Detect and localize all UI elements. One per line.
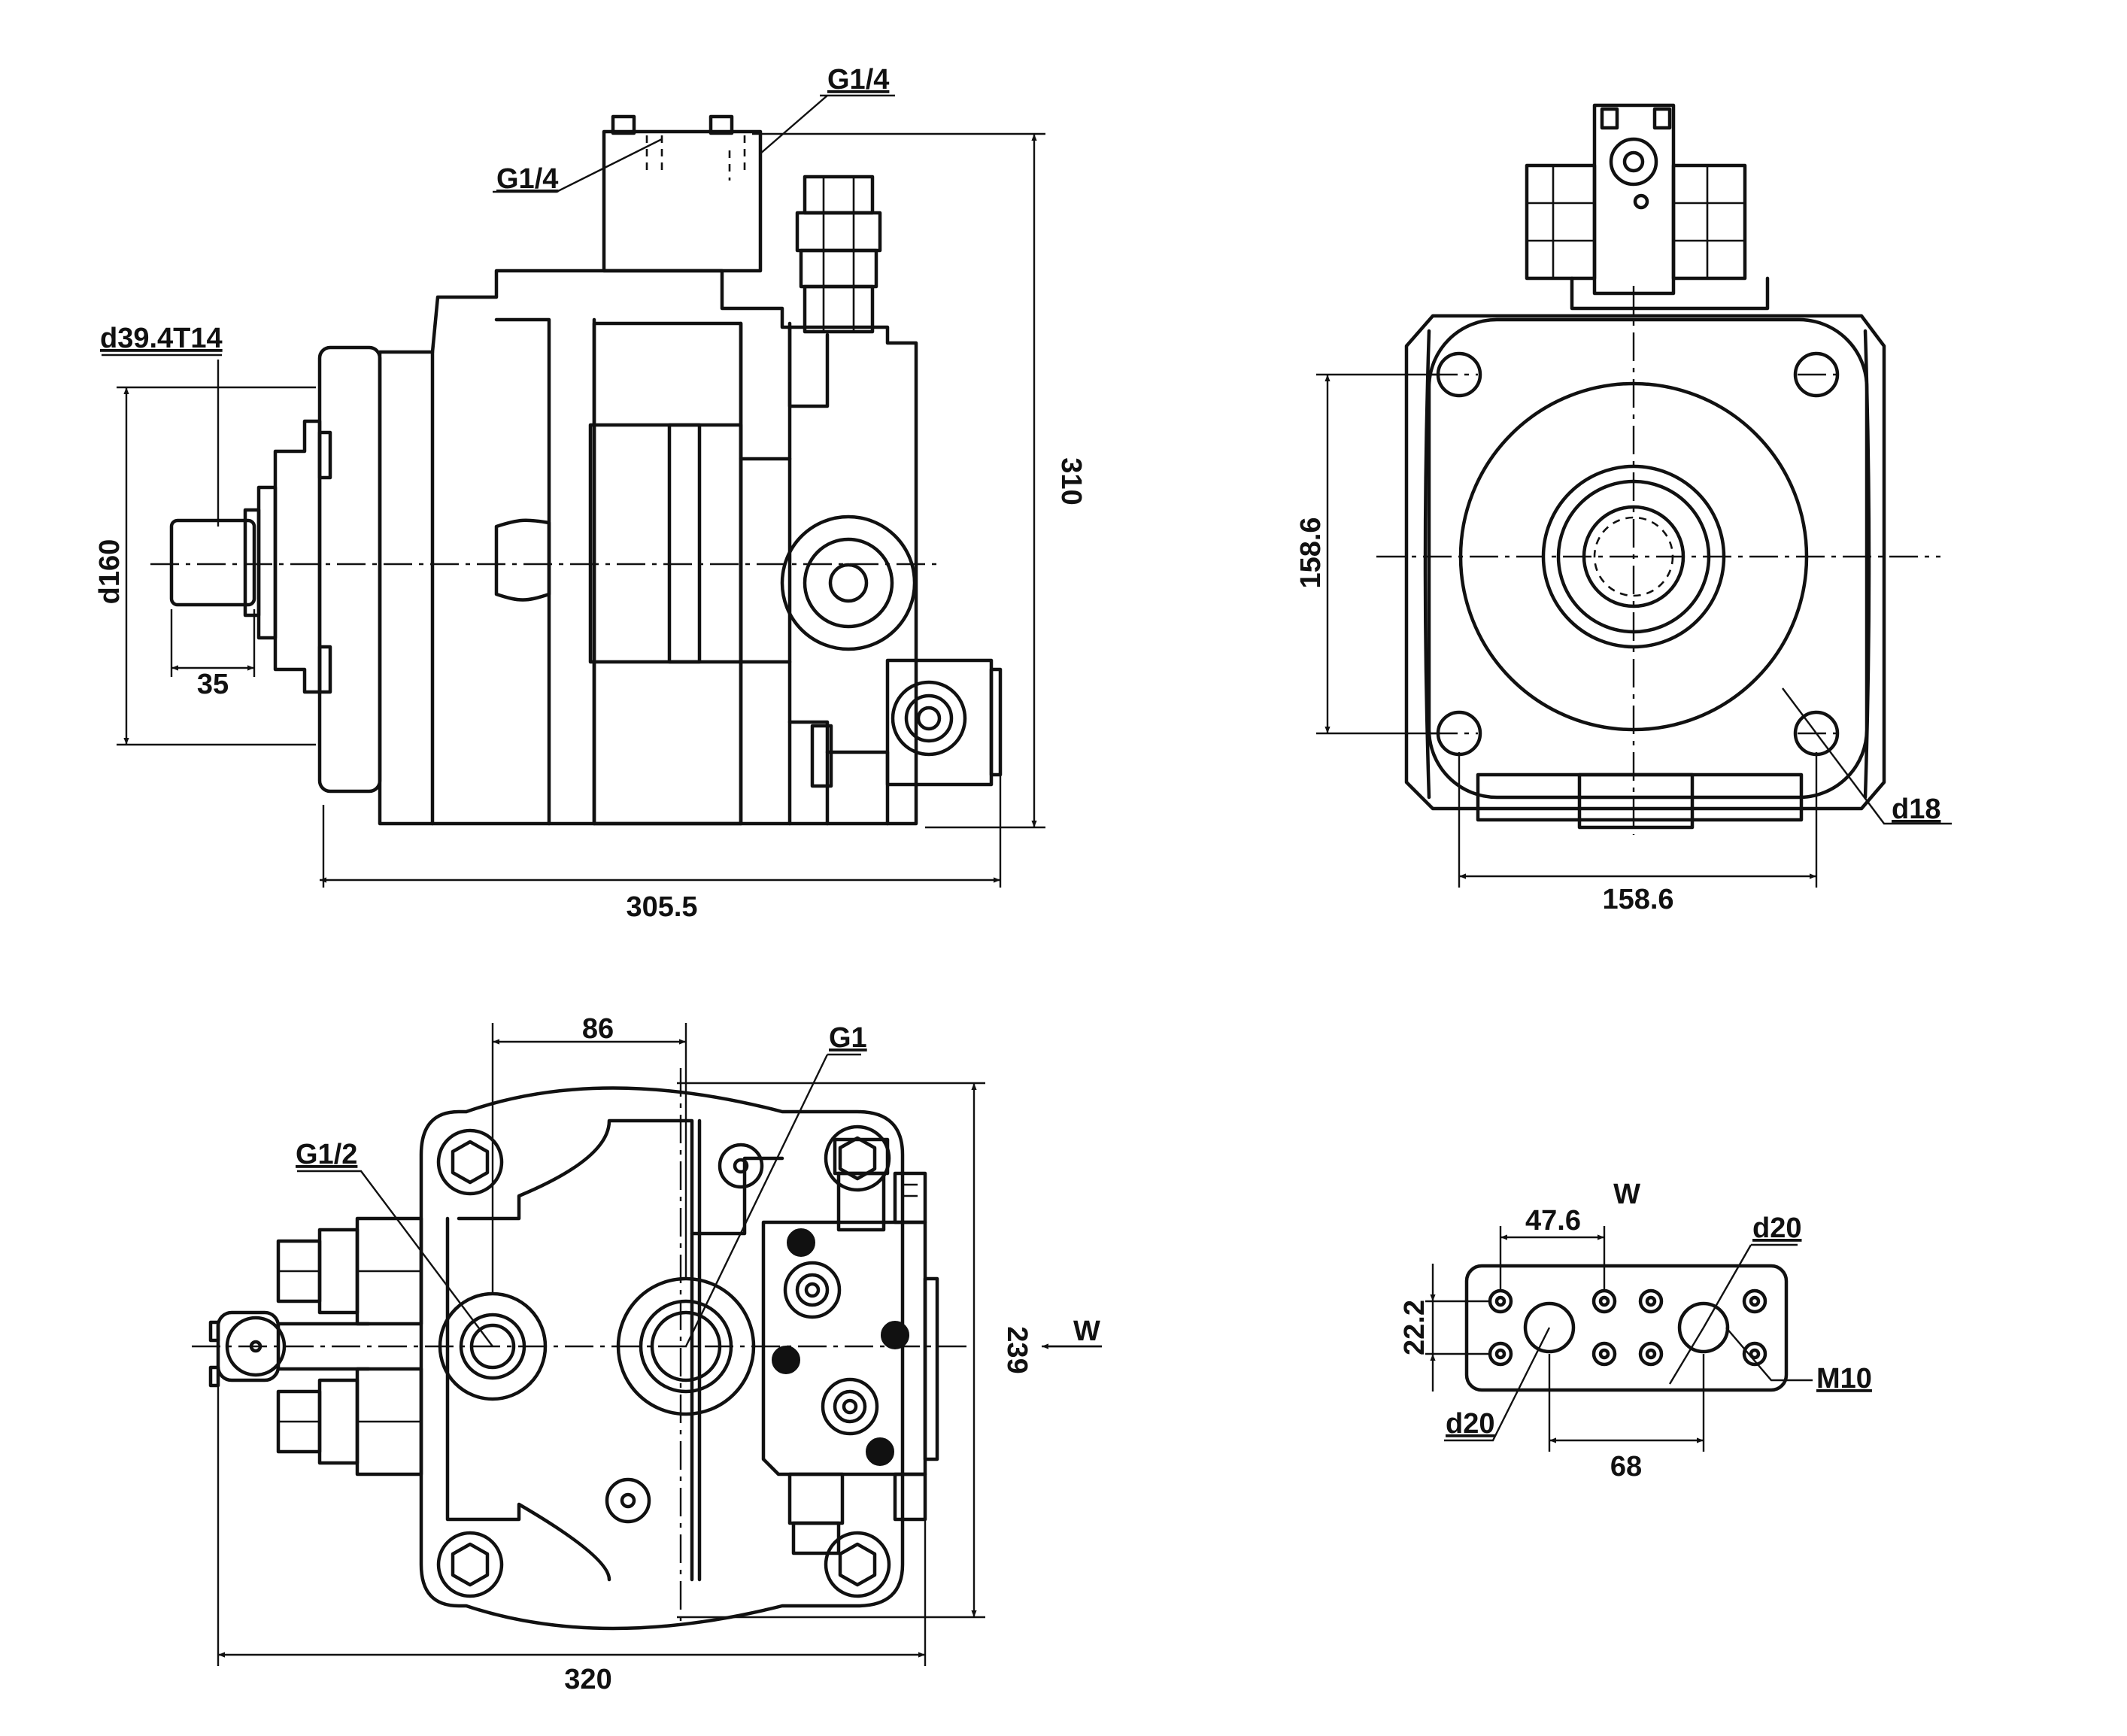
valve-block xyxy=(761,1171,939,1522)
square-flange xyxy=(1404,314,1886,811)
label-view-arrow: W xyxy=(1073,1316,1100,1347)
label-port-dia-top: d20 xyxy=(1752,1212,1801,1244)
label-view-title: W xyxy=(1613,1179,1640,1210)
label-overall-width: 320 xyxy=(564,1664,611,1695)
front-view: 158.6 158.6 d18 xyxy=(1295,103,1952,915)
label-port-g14-right: G1/4 xyxy=(827,64,889,96)
mounting-flange xyxy=(273,345,382,794)
top-fittings xyxy=(1525,103,1770,311)
label-shaft-spline: d39.4T14 xyxy=(100,323,223,354)
top-view: 86 G1 G1/2 320 239 W xyxy=(192,1013,1102,1695)
label-overall-height: 310 xyxy=(1055,457,1087,505)
bolt-holes xyxy=(1436,351,1840,757)
port-plate xyxy=(1464,1264,1789,1392)
port-b xyxy=(1677,1301,1730,1354)
corner-bolts xyxy=(436,1124,891,1598)
label-bolt-spacing-vertical: 158.6 xyxy=(1295,517,1327,588)
label-overall-length: 305.5 xyxy=(626,891,697,923)
tapped-holes xyxy=(1488,1288,1767,1367)
label-port-g14-left: G1/4 xyxy=(496,163,558,195)
side-fittings xyxy=(208,1216,423,1477)
label-row-spacing: 22.2 xyxy=(1399,1300,1431,1355)
control-valve xyxy=(885,658,1003,787)
label-shaft-length: 35 xyxy=(197,669,229,700)
shaft xyxy=(169,485,278,640)
label-thread: M10 xyxy=(1816,1363,1872,1395)
label-port-spacing: 86 xyxy=(582,1013,614,1045)
label-bolt-hole: d18 xyxy=(1892,794,1940,825)
compensator-block xyxy=(602,114,763,273)
label-flange-diameter: d160 xyxy=(94,539,126,605)
label-overall-height-top: 239 xyxy=(1001,1326,1033,1373)
label-port-spacing-w: 68 xyxy=(1610,1451,1642,1483)
drain-port xyxy=(780,514,917,651)
side-view: G1/4 G1/4 d39.4T14 d160 35 305.5 310 xyxy=(94,64,1087,923)
view-w: W 47.6 d20 22.2 d20 M10 68 xyxy=(1399,1179,1872,1483)
pressure-fitting xyxy=(795,175,882,334)
label-port-dia-bottom: d20 xyxy=(1446,1408,1494,1440)
label-hole-spacing: 47.6 xyxy=(1525,1205,1581,1237)
label-suction-port: G1/2 xyxy=(296,1139,357,1170)
housing xyxy=(378,269,918,826)
label-main-port: G1 xyxy=(829,1022,867,1054)
port-a xyxy=(1523,1301,1576,1354)
label-bolt-spacing-horizontal: 158.6 xyxy=(1602,884,1673,915)
